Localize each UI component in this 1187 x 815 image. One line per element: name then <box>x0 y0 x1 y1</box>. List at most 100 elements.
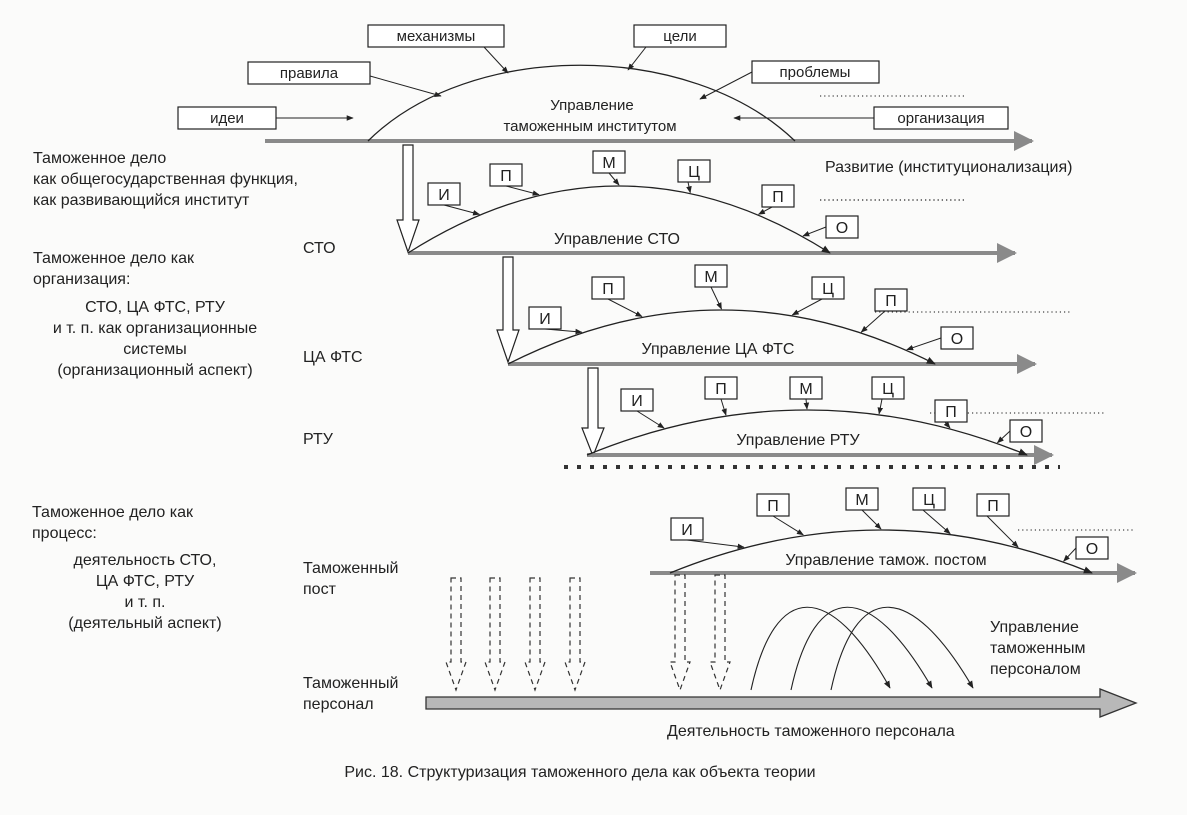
svg-text:идеи: идеи <box>210 110 244 127</box>
input-arrow <box>686 181 692 194</box>
svg-text:проблемы: проблемы <box>780 64 851 81</box>
input-arrow <box>443 204 481 216</box>
input-arrow <box>791 298 823 316</box>
input-arrow <box>758 206 773 215</box>
svg-text:Ц: Ц <box>822 281 834 298</box>
input-box-3: Ц <box>677 159 711 194</box>
level-title: Управление тамож. постом <box>785 552 986 569</box>
input-box-2: М <box>694 264 728 310</box>
level-label-sto: СТО <box>303 240 336 257</box>
dashed-down-arrow-icon <box>564 577 586 692</box>
dashed-down-arrow-icon <box>445 577 467 692</box>
block1-line: как общегосударственная функция, <box>33 171 298 188</box>
management-arc <box>750 606 891 691</box>
activity-arrow <box>425 688 1138 718</box>
input-box-1: П <box>489 163 540 196</box>
hollow-down-arrows <box>396 144 605 458</box>
svg-text:цели: цели <box>663 28 696 45</box>
input-arrow <box>607 298 643 317</box>
svg-text:механизмы: механизмы <box>397 28 476 45</box>
input-box-4: П <box>976 493 1019 548</box>
level-curve <box>507 309 936 365</box>
dashed-down-arrows <box>445 574 731 692</box>
svg-text:П: П <box>500 168 512 185</box>
level-label-post: пост <box>303 581 337 598</box>
institute-title-1: Управление <box>550 97 633 114</box>
block2-head: Таможенное дело как <box>33 250 195 267</box>
level-curve <box>407 185 831 254</box>
level-label-personnel: персонал <box>303 696 374 713</box>
input-box-2: М <box>845 487 882 530</box>
input-box-4: П <box>934 399 968 429</box>
input-arrow <box>710 286 722 310</box>
input-box-3: Ц <box>871 376 905 415</box>
input-arrow <box>861 509 882 530</box>
svg-text:И: И <box>539 311 551 328</box>
block2-body: и т. п. как организационные <box>53 320 257 337</box>
left-column: Таможенное дело как общегосударственная … <box>32 150 298 632</box>
svg-text:О: О <box>1020 424 1032 441</box>
svg-text:П: П <box>767 498 779 515</box>
down-arrow-icon <box>581 367 605 458</box>
input-box-0: И <box>427 182 481 216</box>
input-box-5: О <box>1063 536 1109 562</box>
input-box-organization: организация <box>733 106 1009 130</box>
svg-text:П: П <box>715 381 727 398</box>
level-title: Управление ЦА ФТС <box>642 341 795 358</box>
input-box-5: О <box>906 326 974 351</box>
level-title: Управление СТО <box>554 231 680 248</box>
level-label-post: Таможенный <box>303 560 398 577</box>
figure-caption: Рис. 18. Структуризация таможенного дела… <box>344 764 815 781</box>
svg-text:П: П <box>772 189 784 206</box>
block3-body: (деятельный аспект) <box>68 615 221 632</box>
input-arrow <box>922 509 951 535</box>
management-arc <box>830 606 974 691</box>
block3-body: ЦА ФТС, РТУ <box>96 573 195 590</box>
input-box-1: П <box>756 493 804 536</box>
svg-text:И: И <box>438 187 450 204</box>
dashed-down-arrow-icon <box>484 577 506 692</box>
input-arrow <box>720 398 727 416</box>
input-arrow <box>996 430 1011 444</box>
svg-text:П: П <box>885 293 897 310</box>
svg-text:П: П <box>945 404 957 421</box>
activity-label: Деятельность таможенного персонала <box>667 723 955 740</box>
input-arrow <box>544 328 583 335</box>
level-curve <box>669 529 1093 574</box>
input-box-goals: цели <box>627 24 727 71</box>
institute-title-2: таможенным институтом <box>503 118 676 135</box>
dashed-down-arrow-icon <box>669 574 691 692</box>
input-arrow <box>636 410 665 429</box>
level-label-personnel: Таможенный <box>303 675 398 692</box>
input-box-1: П <box>704 376 738 416</box>
block2-head: организация: <box>33 271 130 288</box>
management-arc <box>790 606 933 691</box>
input-box-0: И <box>528 306 583 335</box>
svg-text:П: П <box>602 281 614 298</box>
level-labels: СТО ЦА ФТС РТУ Таможенный пост Таможенны… <box>303 240 398 713</box>
svg-text:Ц: Ц <box>882 381 894 398</box>
institute-level: Управление таможенным институтом идеи пр… <box>177 24 1072 201</box>
down-arrow-icon <box>396 144 420 254</box>
input-box-3: Ц <box>791 276 845 316</box>
svg-text:М: М <box>602 155 615 172</box>
level-title: Управление РТУ <box>736 432 860 449</box>
input-arrow <box>686 539 745 550</box>
input-box-0: И <box>670 517 745 550</box>
level-label-ca-fts: ЦА ФТС <box>303 349 363 366</box>
block1-line: Таможенное дело <box>33 150 166 167</box>
input-arrow <box>943 421 951 429</box>
institute-curve <box>367 64 796 142</box>
input-box-5: О <box>802 215 859 239</box>
svg-text:И: И <box>631 393 643 410</box>
block2-body: (организационный аспект) <box>57 362 252 379</box>
input-arrow <box>505 185 540 196</box>
block3-body: и т. п. <box>125 594 166 611</box>
input-box-problems: проблемы <box>699 60 880 100</box>
input-box-5: О <box>996 419 1043 444</box>
input-arrow <box>608 172 620 186</box>
svg-text:О: О <box>1086 541 1098 558</box>
